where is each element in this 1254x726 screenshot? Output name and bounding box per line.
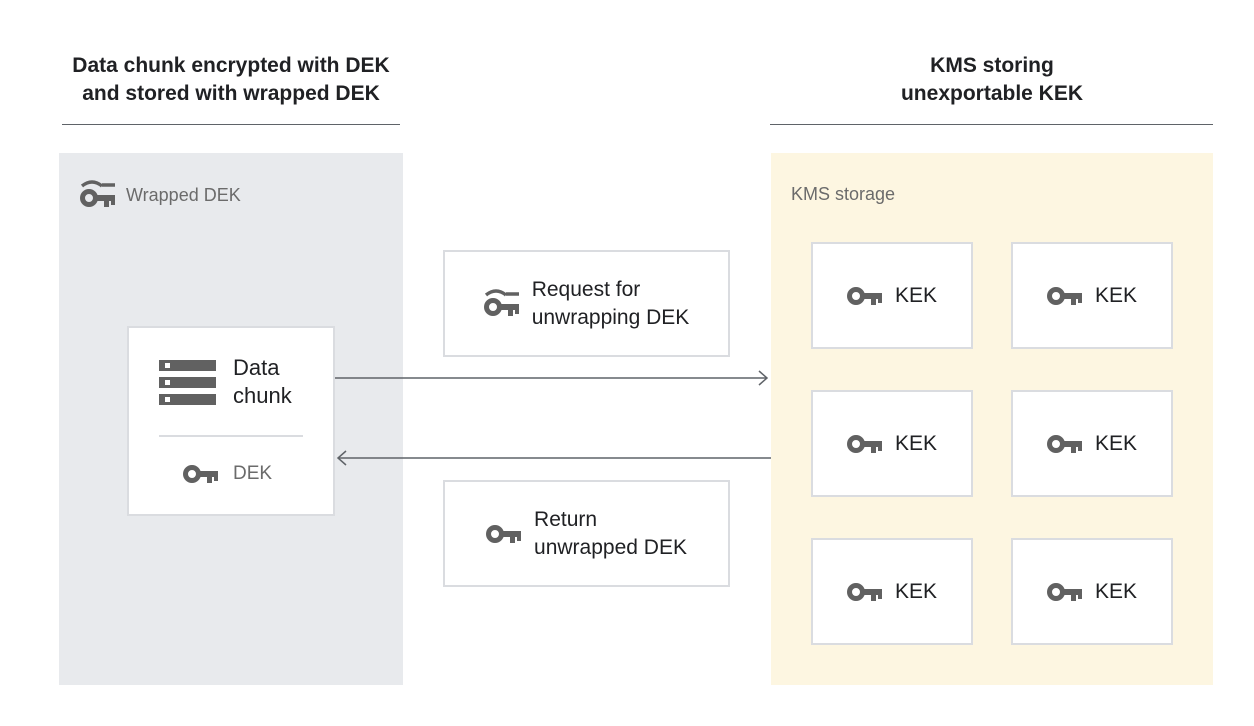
wrapped-dek-label: Wrapped DEK [80, 180, 241, 210]
key-icon [1047, 284, 1083, 308]
kek-label: KEK [1094, 431, 1138, 455]
data-chunk-line2: chunk [233, 383, 292, 408]
data-chunk-line1: Data [233, 355, 280, 380]
key-icon [1047, 580, 1083, 604]
kek-box: KEK [811, 242, 973, 349]
server-icon [159, 360, 216, 405]
right-header: KMS storing unexportable KEK [800, 52, 1184, 108]
kek-label: KEK [1094, 283, 1138, 307]
dek-row: DEK [183, 462, 272, 486]
wrapped-key-icon [80, 180, 116, 210]
left-header-line1: Data chunk encrypted with DEK [72, 54, 390, 77]
kek-box: KEK [1011, 390, 1173, 497]
wrapped-key-icon [484, 289, 520, 319]
return-box: Return unwrapped DEK [443, 480, 730, 587]
kek-label: KEK [894, 431, 938, 455]
key-icon [847, 580, 883, 604]
return-line2: unwrapped DEK [534, 535, 687, 559]
kek-label: KEK [1094, 579, 1138, 603]
wrapped-dek-text: Wrapped DEK [126, 184, 241, 205]
key-icon [486, 522, 522, 546]
request-box: Request for unwrapping DEK [443, 250, 730, 357]
request-arrow [335, 370, 769, 386]
request-line1: Request for [531, 277, 641, 301]
right-header-rule [770, 124, 1213, 125]
return-line1: Return [534, 507, 598, 531]
dek-label: DEK [233, 463, 273, 484]
key-icon [183, 462, 219, 486]
data-chunk-label: Data chunk [233, 354, 292, 410]
key-icon [847, 284, 883, 308]
left-header-rule [62, 124, 400, 125]
kms-storage-text: KMS storage [791, 184, 896, 204]
request-line2: unwrapping DEK [531, 305, 690, 329]
request-label: Request for unwrapping DEK [532, 276, 690, 332]
kek-box: KEK [1011, 242, 1173, 349]
kek-label: KEK [894, 283, 938, 307]
kek-box: KEK [1011, 538, 1173, 645]
return-label: Return unwrapped DEK [534, 506, 687, 562]
right-header-line2: unexportable KEK [900, 82, 1084, 105]
divider [159, 435, 303, 437]
kek-box: KEK [811, 538, 973, 645]
key-icon [1047, 432, 1083, 456]
kek-label: KEK [894, 579, 938, 603]
kek-box: KEK [811, 390, 973, 497]
kms-storage-label: KMS storage [791, 184, 895, 205]
right-header-line1: KMS storing [930, 54, 1054, 77]
arrows [335, 370, 771, 466]
key-icon [847, 432, 883, 456]
left-header-line2: and stored with wrapped DEK [82, 82, 380, 105]
left-header: Data chunk encrypted with DEK and stored… [40, 52, 422, 108]
data-chunk-box: Data chunk DEK [127, 326, 335, 516]
return-arrow [336, 450, 771, 466]
